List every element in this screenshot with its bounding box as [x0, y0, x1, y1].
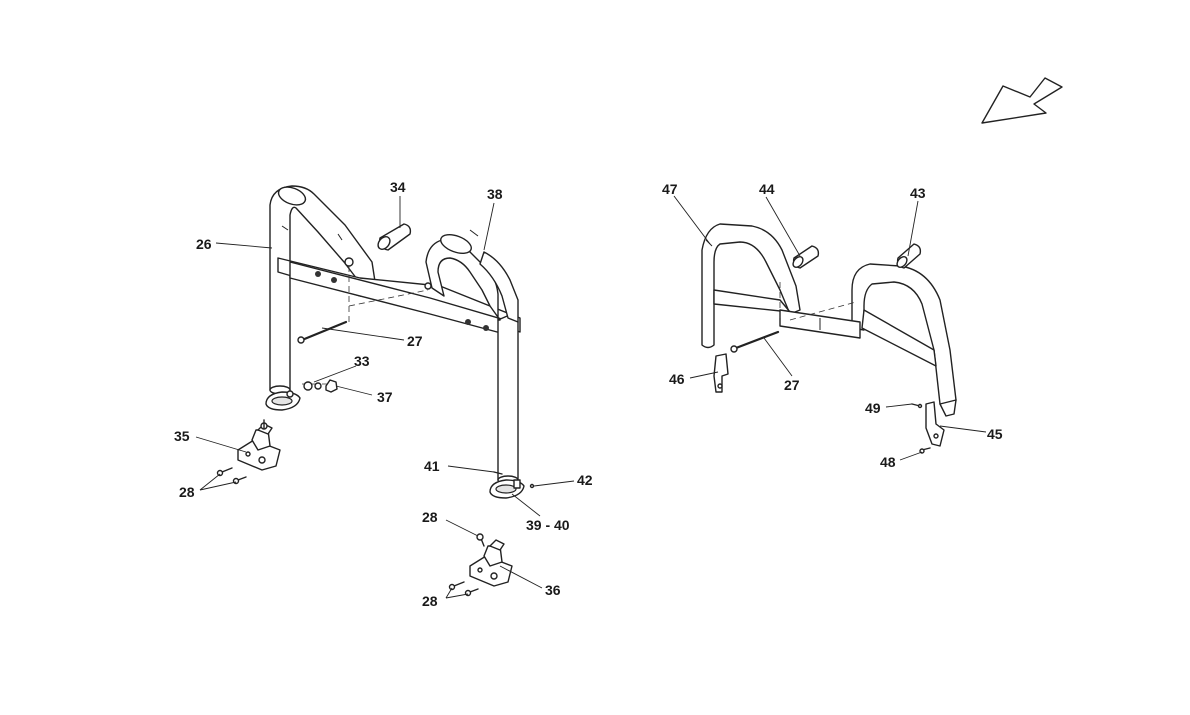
callout-36: 36 — [545, 582, 561, 598]
callout-41: 41 — [424, 458, 440, 474]
callout-46: 46 — [669, 371, 685, 387]
direction-arrow-icon — [981, 77, 1063, 124]
callout-labels: 26 34 38 27 33 37 35 28 41 42 39 - 40 28… — [174, 179, 1003, 609]
assembly-dashes-right — [779, 282, 857, 321]
callout-27-left: 27 — [407, 333, 423, 349]
callout-35: 35 — [174, 428, 190, 444]
callout-45: 45 — [987, 426, 1003, 442]
cover-right — [851, 263, 957, 417]
bracket-35 — [237, 419, 281, 471]
callout-26: 26 — [196, 236, 212, 252]
callout-33: 33 — [354, 353, 370, 369]
callout-37: 37 — [377, 389, 393, 405]
bracket-46 — [713, 353, 729, 393]
callout-48: 48 — [880, 454, 896, 470]
callout-38: 38 — [487, 186, 503, 202]
pad-43 — [896, 243, 922, 269]
washer-33 — [303, 381, 322, 391]
bracket-36 — [469, 539, 513, 587]
pad-34 — [377, 223, 412, 251]
callout-44: 44 — [759, 181, 775, 197]
callout-47: 47 — [662, 181, 678, 197]
screw-41 — [493, 471, 503, 475]
callout-28-left: 28 — [179, 484, 195, 500]
nut-37 — [325, 379, 338, 393]
callout-42: 42 — [577, 472, 593, 488]
callout-43: 43 — [910, 185, 926, 201]
callout-27-right: 27 — [784, 377, 800, 393]
cover-47 — [701, 223, 801, 349]
bolt-27-left — [297, 320, 348, 344]
part-42 — [529, 483, 535, 489]
bolt-27-right — [730, 330, 780, 353]
callout-49: 49 — [865, 400, 881, 416]
pad-44 — [792, 245, 820, 269]
callout-34: 34 — [390, 179, 406, 195]
bracket-45 — [925, 401, 945, 447]
roll-bar-left — [269, 185, 521, 485]
callout-28-bottom: 28 — [422, 593, 438, 609]
screws-28-left — [216, 467, 247, 485]
clamp-39-40 — [489, 479, 525, 499]
center-tube-right — [779, 309, 861, 339]
leader-lines — [195, 195, 987, 599]
callout-39-40: 39 - 40 — [526, 517, 570, 533]
screw-49 — [911, 403, 923, 409]
clamp-left — [265, 390, 301, 411]
callout-28-bottom-top: 28 — [422, 509, 438, 525]
